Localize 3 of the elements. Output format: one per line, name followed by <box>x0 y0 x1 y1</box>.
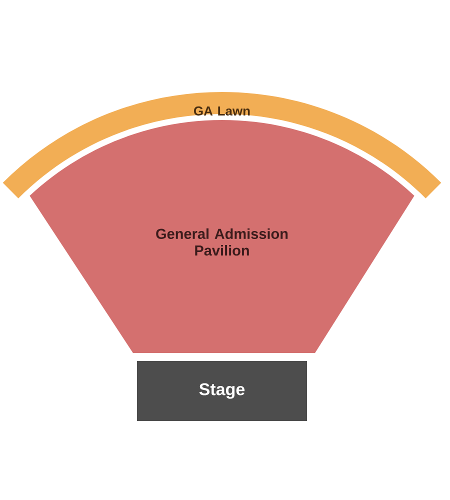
pavilion-section: General Admission Pavilion <box>156 228 288 256</box>
stage-block: Stage <box>137 361 307 421</box>
lawn-section: GA Lawn <box>194 106 250 116</box>
